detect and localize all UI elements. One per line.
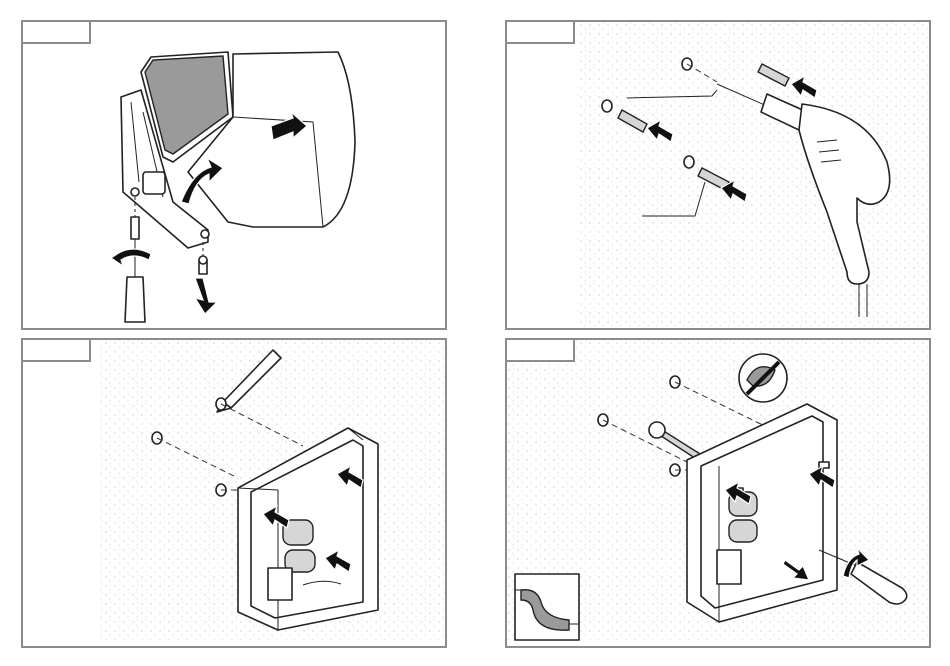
panel-remove-cover <box>21 20 447 330</box>
drill-illustration <box>507 22 931 330</box>
drill-hole-icon <box>684 156 694 168</box>
step-number-tab <box>505 338 575 362</box>
pull-down-arrow-icon <box>195 278 217 314</box>
screwdriver-icon <box>111 197 151 322</box>
step-number-tab <box>21 20 91 44</box>
mounting-illustration <box>507 340 931 648</box>
step-number-tab <box>505 20 575 44</box>
drill-hole-icon <box>602 100 612 112</box>
panel-mount-plate <box>505 338 931 648</box>
panel-drill-holes <box>505 20 931 330</box>
screw-icon <box>199 242 207 274</box>
step-number-tab <box>21 338 91 362</box>
panel-mark-holes <box>21 338 447 648</box>
cable-routing-inset <box>515 574 579 640</box>
cover-removal-illustration <box>23 22 447 330</box>
marking-illustration <box>23 340 447 648</box>
no-kink-cable-icon <box>739 354 787 402</box>
